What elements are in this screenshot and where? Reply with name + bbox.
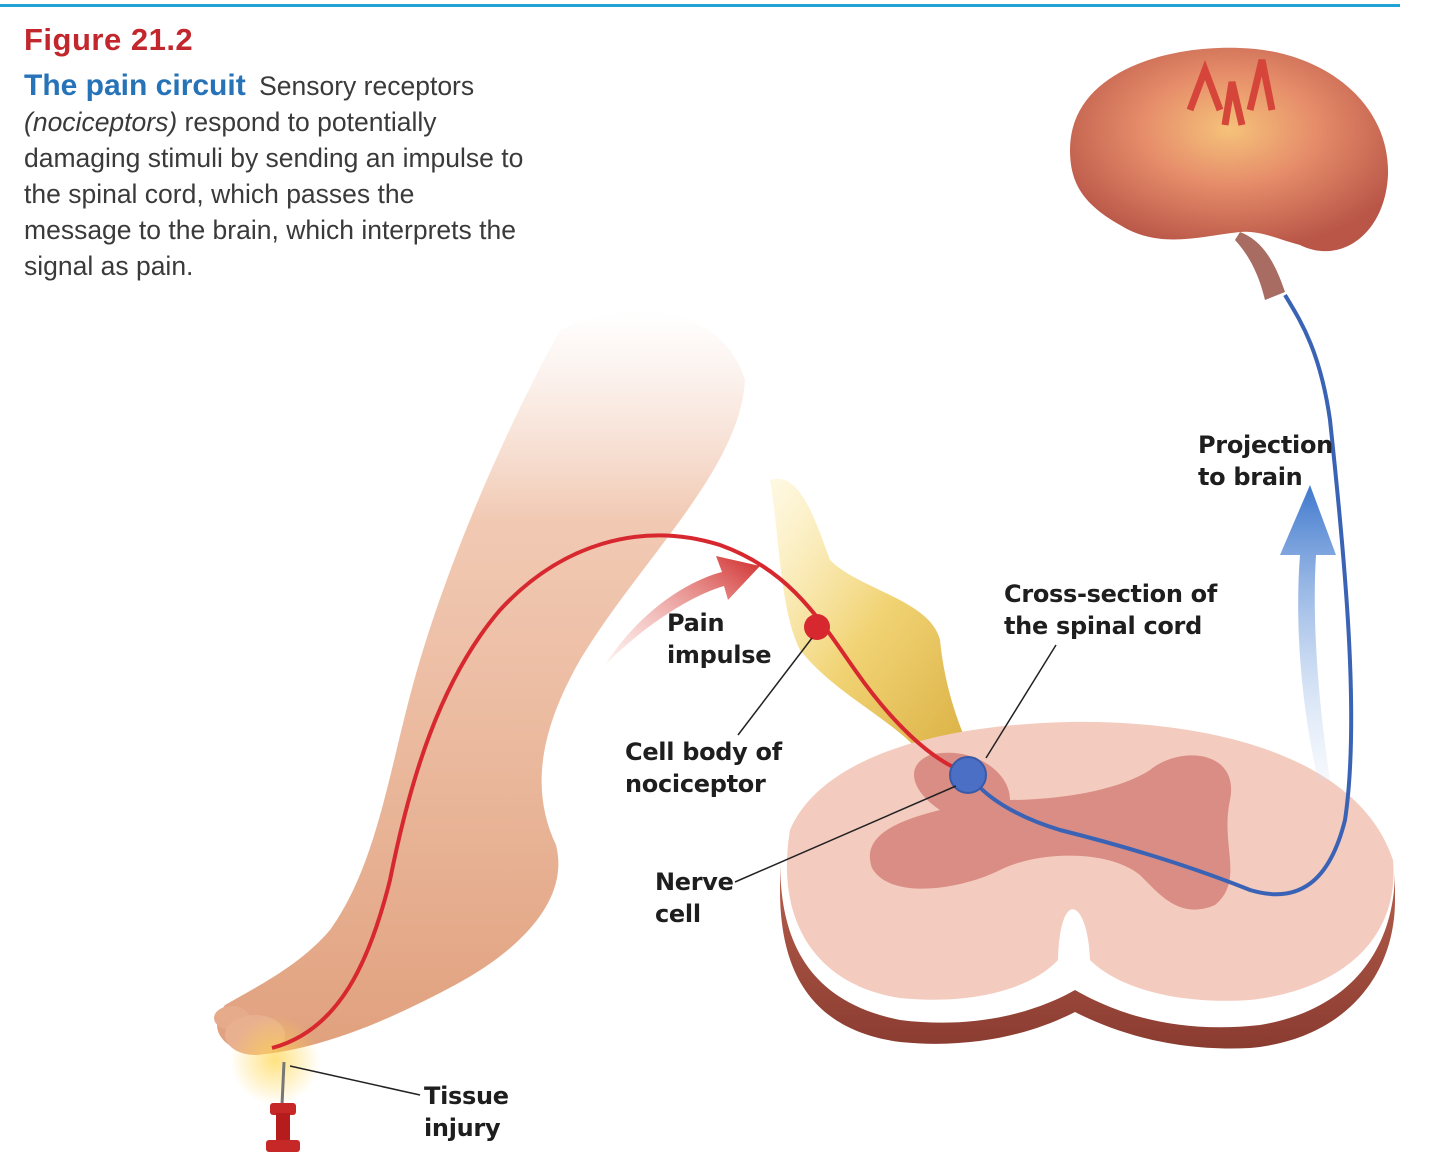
label-cross-section: Cross-section of the spinal cord — [1004, 578, 1217, 642]
nerve-cell-body — [950, 757, 986, 793]
dorsal-root-ganglion — [770, 479, 975, 770]
nociceptor-cell-body — [804, 614, 830, 640]
label-cell-body: Cell body of nociceptor — [625, 736, 782, 800]
projection-arrow — [1280, 485, 1336, 780]
brain-illustration — [1070, 48, 1388, 300]
leg-illustration — [214, 312, 745, 1055]
label-pain-impulse: Pain impulse — [667, 607, 771, 671]
spinal-cord-cross-section — [780, 722, 1395, 1049]
label-nerve-cell: Nerve cell — [655, 866, 734, 930]
label-tissue-injury: Tissue injury — [424, 1080, 509, 1144]
label-projection-to-brain: Projection to brain — [1198, 429, 1333, 493]
injury-glow — [230, 1015, 320, 1105]
